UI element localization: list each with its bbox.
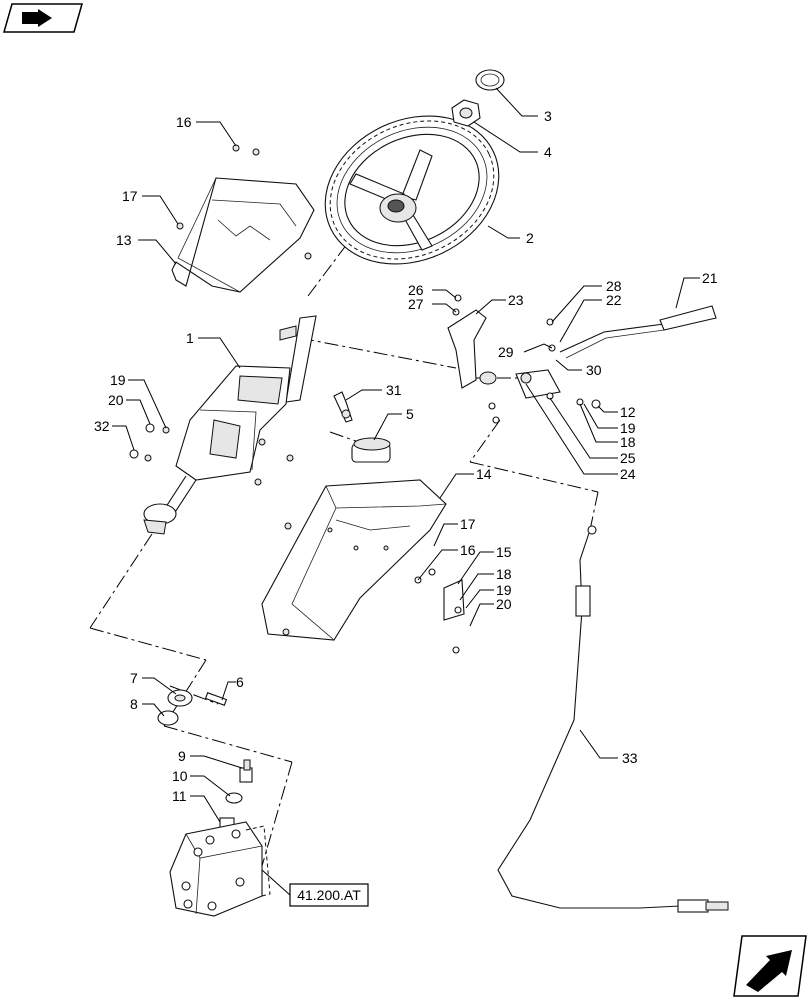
callout-18-lower: 18: [496, 566, 512, 582]
navigate-arrow-icon[interactable]: [733, 935, 807, 997]
cap: [475, 69, 505, 91]
callout-20-lower: 20: [496, 596, 512, 612]
callout-11: 11: [172, 788, 187, 804]
lever-bracket: [515, 369, 601, 409]
callout-28: 28: [606, 278, 622, 294]
callout-27: 27: [408, 296, 424, 312]
callout-19-left: 19: [110, 372, 126, 388]
callout-12: 12: [620, 404, 636, 420]
leader-lines: [112, 87, 700, 823]
reference-label: 41.200.AT: [297, 887, 361, 903]
callout-8: 8: [130, 696, 138, 712]
callout-17-top: 17: [122, 188, 138, 204]
key: [333, 391, 353, 423]
hand-lever: [546, 305, 717, 359]
callout-16-top: 16: [176, 114, 192, 130]
callout-24: 24: [620, 466, 636, 482]
callout-14: 14: [476, 466, 492, 482]
callout-18-right: 18: [620, 434, 636, 450]
callout-19-right: 19: [620, 420, 636, 436]
bushing: [167, 689, 193, 707]
callout-23: 23: [508, 292, 524, 308]
steering-unit: [169, 821, 271, 917]
callout-26: 26: [408, 282, 424, 298]
callout-30: 30: [586, 362, 602, 378]
bracket-15: [414, 568, 465, 654]
callout-29: 29: [498, 344, 514, 360]
callout-numbers: 3 4 2 16 17 13 1 26 27 23 28 22 21 29 30…: [94, 108, 718, 804]
callout-32: 32: [94, 418, 110, 434]
upper-shroud: [171, 144, 315, 293]
callout-4: 4: [544, 144, 552, 160]
callout-19-lower: 19: [496, 582, 512, 598]
callout-33: 33: [622, 750, 638, 766]
callout-1: 1: [186, 330, 194, 346]
pin: [204, 692, 228, 706]
ignition-switch: [351, 437, 391, 463]
lower-shroud: [261, 479, 447, 641]
callout-25: 25: [620, 450, 636, 466]
book-arrow-icon[interactable]: [3, 3, 83, 33]
callout-5: 5: [406, 406, 414, 422]
reference-box[interactable]: 41.200.AT: [261, 869, 369, 907]
callout-3: 3: [544, 108, 552, 124]
callout-20-left: 20: [108, 392, 124, 408]
callout-9: 9: [178, 748, 186, 764]
screw-20-left: [145, 423, 170, 434]
callout-21: 21: [702, 270, 718, 286]
callout-7: 7: [130, 670, 138, 686]
screw-32: [129, 449, 152, 462]
callout-16-lower: 16: [460, 542, 476, 558]
steering-column: [143, 315, 317, 535]
bracket-23: [447, 294, 500, 424]
callout-22: 22: [606, 292, 622, 308]
callout-31: 31: [386, 382, 402, 398]
bolt: [239, 759, 253, 783]
callout-10: 10: [172, 768, 188, 784]
callout-17-lower: 17: [460, 516, 476, 532]
callout-15: 15: [496, 544, 512, 560]
nut: [451, 99, 481, 127]
callout-6: 6: [236, 674, 244, 690]
callout-13: 13: [116, 232, 132, 248]
callout-2: 2: [526, 230, 534, 246]
steering-wheel: [324, 115, 500, 265]
cable: [497, 525, 729, 913]
